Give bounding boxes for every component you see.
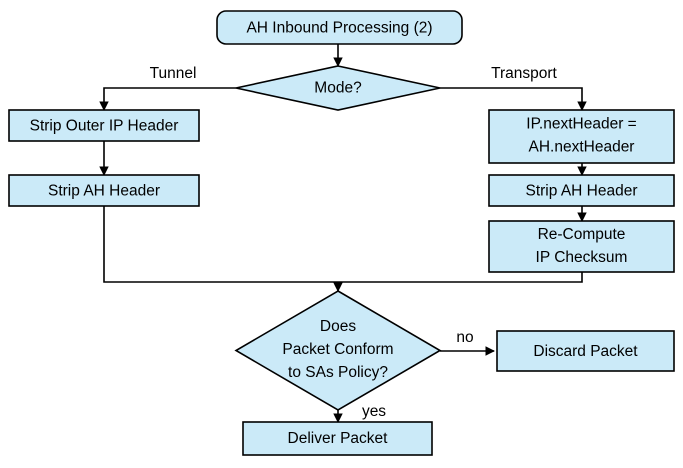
start-label: AH Inbound Processing (2) bbox=[246, 20, 432, 37]
recompute-checksum-label-line1: Re-Compute bbox=[538, 226, 626, 243]
connector-transport-to-policy bbox=[338, 272, 583, 283]
strip-outer-ip-shape bbox=[8, 109, 200, 142]
node-mode-decision[interactable]: Mode? bbox=[235, 65, 441, 111]
policy-decision-shape bbox=[234, 290, 442, 411]
node-next-header[interactable]: IP.nextHeader = AH.nextHeader bbox=[488, 109, 675, 164]
policy-decision-label-line3: to SAs Policy? bbox=[288, 364, 388, 381]
next-header-label-line2: AH.nextHeader bbox=[529, 139, 635, 156]
connectors bbox=[99, 44, 587, 423]
edge-label-tunnel: Tunnel bbox=[150, 65, 197, 82]
mode-decision-label: Mode? bbox=[314, 80, 362, 97]
start-shape bbox=[216, 10, 463, 45]
mode-decision-shape bbox=[235, 65, 441, 111]
discard-packet-label: Discard Packet bbox=[533, 343, 638, 360]
node-strip-ah-tunnel[interactable]: Strip AH Header bbox=[8, 174, 200, 207]
recompute-checksum-shape bbox=[488, 220, 675, 273]
policy-decision-label-line2: Packet Conform bbox=[282, 341, 393, 358]
edge-label-transport: Transport bbox=[491, 65, 557, 82]
discard-packet-shape bbox=[496, 330, 675, 372]
deliver-packet-label: Deliver Packet bbox=[288, 430, 389, 447]
edge-label-no: no bbox=[456, 329, 473, 346]
strip-ah-tunnel-label: Strip AH Header bbox=[48, 183, 160, 200]
node-recompute-checksum[interactable]: Re-Compute IP Checksum bbox=[488, 220, 675, 273]
node-strip-outer-ip[interactable]: Strip Outer IP Header bbox=[8, 109, 200, 142]
strip-ah-tunnel-shape bbox=[8, 174, 200, 207]
node-policy-decision[interactable]: Does Packet Conform to SAs Policy? bbox=[234, 290, 442, 411]
node-deliver-packet[interactable]: Deliver Packet bbox=[242, 421, 433, 456]
policy-decision-label-line1: Does bbox=[320, 318, 356, 335]
edge-label-yes: yes bbox=[362, 403, 386, 420]
strip-outer-ip-label: Strip Outer IP Header bbox=[30, 118, 179, 135]
next-header-shape bbox=[488, 109, 675, 164]
connector-mode-tunnel bbox=[99, 87, 236, 111]
next-header-label-line1: IP.nextHeader = bbox=[526, 116, 636, 133]
node-discard-packet[interactable]: Discard Packet bbox=[496, 330, 675, 372]
node-strip-ah-transport[interactable]: Strip AH Header bbox=[488, 174, 675, 207]
connector-tunnel-to-policy bbox=[103, 206, 338, 283]
recompute-checksum-label-line2: IP Checksum bbox=[536, 249, 628, 266]
node-start[interactable]: AH Inbound Processing (2) bbox=[216, 10, 463, 45]
strip-ah-transport-shape bbox=[488, 174, 675, 207]
deliver-packet-shape bbox=[242, 421, 433, 456]
connector-mode-transport bbox=[440, 87, 587, 111]
strip-ah-transport-label: Strip AH Header bbox=[526, 183, 638, 200]
